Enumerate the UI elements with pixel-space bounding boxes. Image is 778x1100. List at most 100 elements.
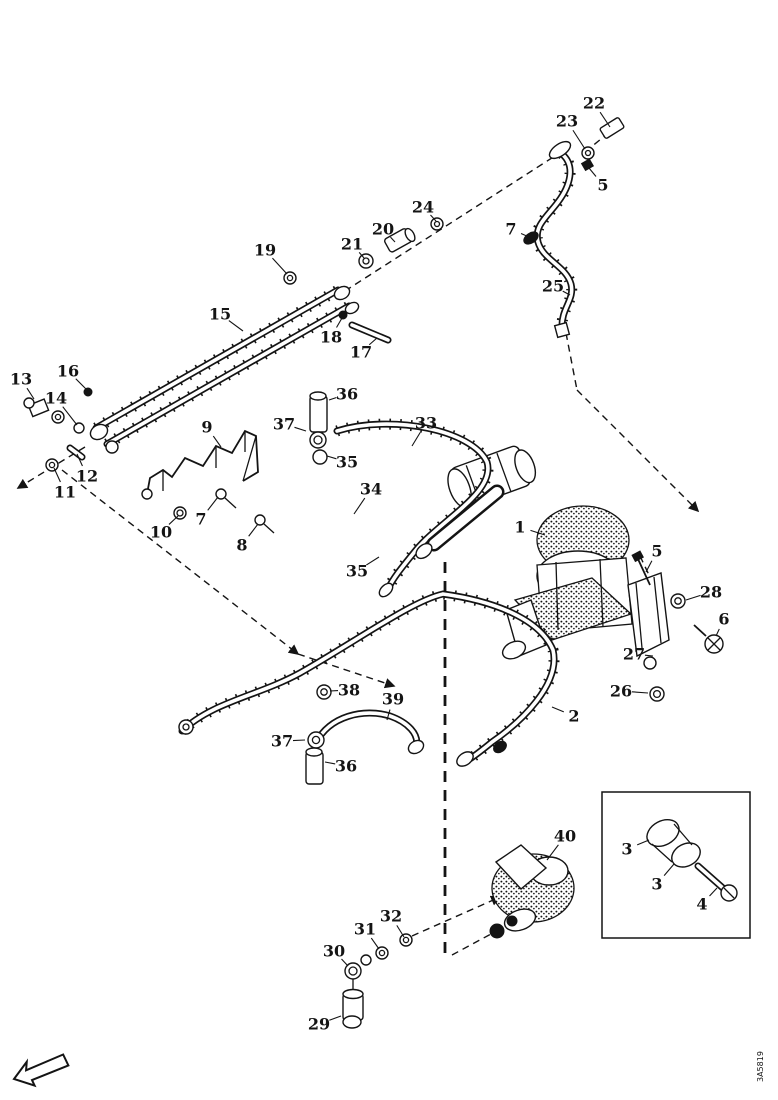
hydraulic-pump-1: [501, 505, 633, 660]
part-label-23: 23: [556, 112, 578, 131]
valve-and-hoses: [309, 391, 537, 598]
leader-line-35b: [365, 556, 380, 566]
tube-assembly-15: [89, 285, 360, 454]
leader-line-28: [685, 594, 701, 601]
leader-line-13: [26, 387, 35, 400]
leader-line-21: [358, 251, 365, 259]
part-label-7b: 7: [195, 510, 206, 529]
part-label-7a: 7: [505, 220, 516, 239]
part-label-26: 26: [610, 682, 632, 701]
part-label-29: 29: [308, 1015, 330, 1034]
leader-line-25: [562, 290, 571, 296]
part-label-15: 15: [209, 305, 231, 324]
part-label-17: 17: [350, 343, 372, 362]
part-label-35a: 35: [336, 453, 358, 472]
part-label-37a: 37: [273, 415, 295, 434]
part-label-30: 30: [323, 942, 345, 961]
part-label-40: 40: [554, 827, 576, 846]
leader-line-16: [75, 378, 88, 391]
part-label-33: 33: [415, 414, 437, 433]
leader-line-15: [228, 320, 244, 332]
leader-line-36b: [324, 761, 336, 765]
leader-line-7a: [520, 232, 530, 238]
leader-line-36a: [328, 396, 337, 401]
leader-line-34: [353, 497, 366, 515]
return-pipe-25: [523, 117, 625, 339]
leader-line-19: [272, 257, 288, 275]
part-label-38: 38: [338, 681, 360, 700]
part-label-22: 22: [583, 94, 605, 113]
leader-line-27: [644, 654, 654, 657]
leader-line-6: [715, 628, 720, 637]
fitting-row: [283, 217, 444, 344]
drawing-number: 3A5819: [756, 1051, 765, 1082]
leader-line-5b: [645, 560, 653, 573]
leader-line-35a: [326, 455, 337, 460]
part-label-3a: 3: [621, 840, 632, 859]
pressure-hose-2: [178, 588, 560, 767]
part-label-1: 1: [514, 518, 525, 537]
part-label-18: 18: [320, 328, 342, 347]
inset-detail-box: [601, 791, 751, 939]
pump-bracket-27: [627, 550, 724, 702]
part-label-8: 8: [236, 536, 247, 555]
leader-line-8: [248, 523, 259, 537]
part-label-20: 20: [372, 220, 394, 239]
leader-line-23: [572, 129, 586, 150]
part-label-32: 32: [380, 907, 402, 926]
leader-line-24: [430, 214, 437, 222]
part-label-5b: 5: [651, 542, 662, 561]
part-label-12: 12: [76, 467, 98, 486]
part-label-11: 11: [54, 483, 76, 502]
part-label-10: 10: [150, 523, 172, 542]
leader-line-33: [411, 432, 421, 447]
leader-line-32: [396, 925, 405, 938]
leader-line-20: [390, 236, 396, 243]
direction-arrow-icon: [12, 1053, 70, 1088]
leader-line-17: [368, 337, 378, 346]
part-label-37b: 37: [271, 732, 293, 751]
leader-line-4: [709, 887, 718, 897]
leader-line-40: [546, 844, 559, 861]
leader-line-30: [341, 958, 349, 967]
part-label-24: 24: [412, 198, 434, 217]
leader-line-1: [530, 529, 546, 536]
short-hose-39: [305, 684, 425, 785]
leader-line-5a: [588, 167, 597, 177]
leader-line-10: [168, 515, 179, 525]
part-label-31: 31: [354, 920, 376, 939]
part-label-5a: 5: [597, 176, 608, 195]
leader-line-18: [336, 317, 343, 328]
part-label-6: 6: [718, 610, 729, 629]
leader-line-12: [76, 453, 83, 467]
leader-line-2: [551, 706, 565, 713]
leader-line-3b: [663, 863, 675, 876]
part-label-25: 25: [542, 277, 564, 296]
leader-line-39: [386, 709, 391, 721]
part-label-13: 13: [10, 370, 32, 389]
part-label-39: 39: [382, 690, 404, 709]
part-label-28: 28: [700, 583, 722, 602]
leader-line-11: [53, 467, 61, 483]
mounting-bracket-9: [141, 429, 275, 534]
part-label-16: 16: [57, 362, 79, 381]
leader-line-37b: [292, 739, 306, 742]
part-label-4: 4: [696, 895, 707, 914]
part-label-36b: 36: [335, 757, 357, 776]
part-label-14: 14: [45, 389, 67, 408]
part-label-27: 27: [623, 645, 645, 664]
pump-mounting-hardware: [342, 933, 413, 1029]
leader-line-26: [631, 691, 649, 694]
part-label-19: 19: [254, 241, 276, 260]
part-label-36a: 36: [336, 385, 358, 404]
steering-pump-40: [489, 844, 575, 939]
part-label-3b: 3: [651, 875, 662, 894]
part-label-34: 34: [360, 480, 382, 499]
leader-line-29: [329, 1015, 342, 1021]
leader-line-37a: [294, 426, 307, 432]
left-fitting-cluster: [23, 387, 93, 472]
leader-line-9: [212, 435, 222, 448]
part-label-21: 21: [341, 235, 363, 254]
